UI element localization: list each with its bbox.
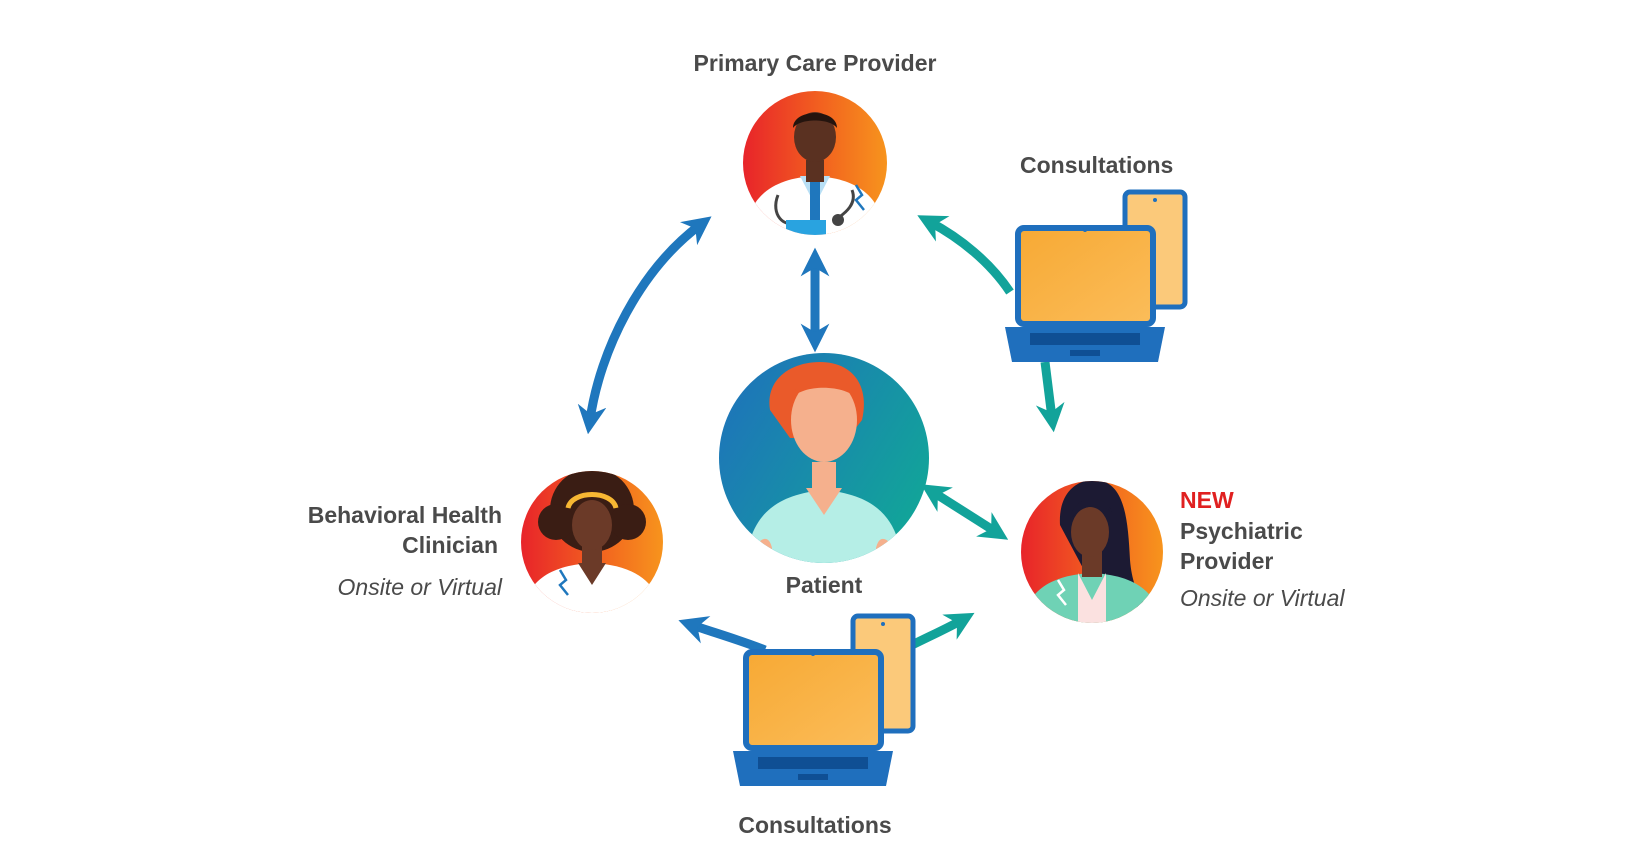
- consultations-label-bottom: Consultations: [738, 812, 892, 838]
- consultation-devices-top: [1005, 189, 1188, 362]
- arrow-consult-to-behavioral: [678, 616, 767, 655]
- patient-avatar: [719, 353, 929, 563]
- new-badge: NEW: [1180, 487, 1234, 513]
- psychiatric-title-line2: Provider: [1180, 548, 1274, 574]
- consultations-label-top: Consultations: [1020, 152, 1174, 178]
- psychiatric-mode: Onsite or Virtual: [1180, 585, 1345, 611]
- arrow-consult-to-psychiatric: [1035, 361, 1065, 433]
- behavioral-title-line1: Behavioral Health: [307, 502, 502, 528]
- arrow-behavioral-primary: [577, 216, 712, 435]
- arrow-patient-psychiatric: [920, 484, 1009, 540]
- behavioral-title-line2: Clinician: [402, 532, 498, 558]
- consultation-devices-bottom: [733, 613, 916, 786]
- primary-care-avatar: [743, 91, 887, 235]
- behavioral-mode: Onsite or Virtual: [337, 574, 502, 600]
- psychiatric-title-line1: Psychiatric: [1180, 518, 1303, 544]
- arrow-consult-to-primary: [917, 215, 1014, 295]
- arrow-consult-to-psychiatric-bottom: [909, 612, 975, 650]
- psychiatric-provider-avatar: [1021, 481, 1163, 623]
- primary-care-label: Primary Care Provider: [693, 50, 937, 76]
- behavioral-clinician-avatar: [521, 471, 663, 613]
- patient-label: Patient: [785, 572, 863, 598]
